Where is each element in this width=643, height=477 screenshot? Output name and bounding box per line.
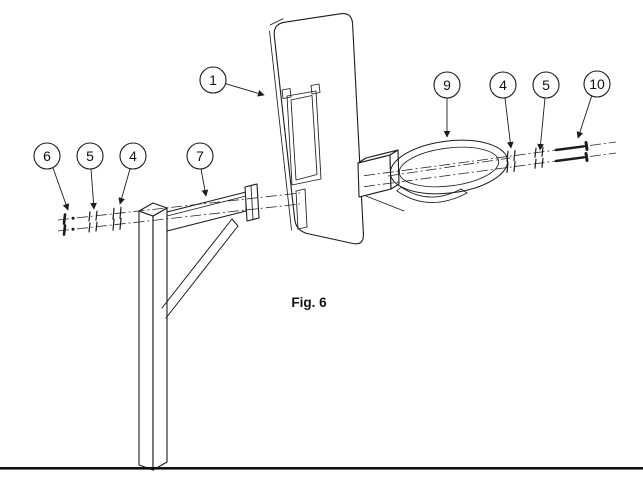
hardware-washers-5-right xyxy=(534,146,544,169)
hardware-nuts-6 xyxy=(62,213,75,236)
callouts: 6 5 4 7 1 xyxy=(33,66,611,211)
callout-7: 7 xyxy=(186,142,214,197)
figure-caption: Fig. 6 xyxy=(291,295,327,310)
target-square xyxy=(281,83,322,186)
svg-text:1: 1 xyxy=(209,72,217,88)
callout-9: 9 xyxy=(433,71,461,138)
svg-text:5: 5 xyxy=(542,77,550,93)
svg-text:7: 7 xyxy=(196,148,204,164)
callout-4-left: 4 xyxy=(118,142,147,205)
mounting-flange xyxy=(244,183,260,222)
hardware-washers-5-left xyxy=(88,210,98,233)
callout-1: 1 xyxy=(199,66,265,97)
callout-5-right: 5 xyxy=(532,71,560,151)
hardware-washers-4-left xyxy=(112,206,122,231)
diagonal-brace xyxy=(161,218,239,319)
callout-6: 6 xyxy=(33,142,70,211)
bolt-centerlines-left xyxy=(57,192,301,232)
backboard xyxy=(269,13,364,245)
callout-4-right: 4 xyxy=(489,71,517,149)
hardware-washers-4-right xyxy=(506,149,516,173)
svg-text:10: 10 xyxy=(589,76,605,92)
svg-text:6: 6 xyxy=(43,148,51,164)
hardware-bolts-10 xyxy=(554,141,589,163)
svg-text:9: 9 xyxy=(443,77,451,93)
svg-text:4: 4 xyxy=(499,77,507,93)
bottom-rule xyxy=(0,467,643,470)
callout-5-left: 5 xyxy=(76,142,104,210)
svg-text:5: 5 xyxy=(86,148,94,164)
backboard-bracket xyxy=(295,188,308,230)
svg-text:4: 4 xyxy=(129,148,137,164)
bolt-centerlines-right xyxy=(363,141,617,188)
post xyxy=(138,202,168,471)
callout-10: 10 xyxy=(576,70,611,139)
rim xyxy=(387,139,511,195)
